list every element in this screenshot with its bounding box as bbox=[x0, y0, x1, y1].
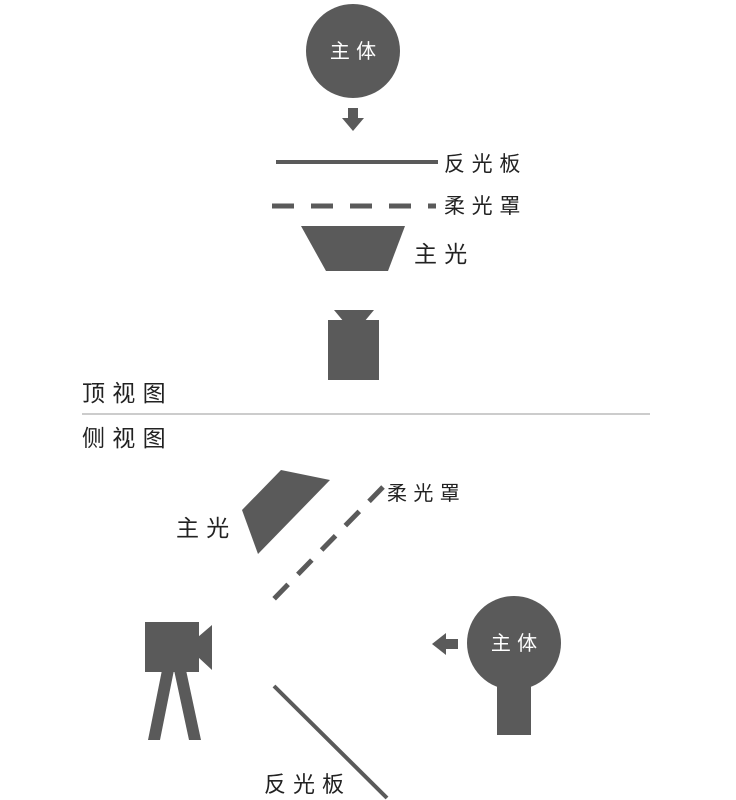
side-reflector-label: 反 光 板 bbox=[264, 773, 344, 798]
top-subject-circle bbox=[306, 4, 400, 98]
top-view: 主 体 反 光 板 柔 光 罩 主 光 顶 视 图 bbox=[82, 4, 520, 407]
side-subject-label: 主 体 bbox=[491, 631, 537, 655]
top-camera-icon bbox=[328, 310, 379, 380]
side-arrow-icon bbox=[432, 633, 458, 655]
side-view-title: 侧 视 图 bbox=[82, 426, 166, 452]
side-subject: 主 体 bbox=[467, 596, 561, 735]
top-diffuser-label: 柔 光 罩 bbox=[444, 194, 520, 218]
top-subject-label: 主 体 bbox=[330, 39, 376, 63]
side-camera-icon bbox=[145, 622, 212, 740]
side-diffuser-label: 柔 光 罩 bbox=[387, 481, 460, 505]
top-subject: 主 体 bbox=[306, 4, 400, 98]
top-key-light bbox=[301, 226, 405, 271]
top-arrow-icon bbox=[342, 108, 364, 131]
side-diffuser bbox=[268, 485, 385, 605]
side-key-light bbox=[242, 470, 330, 554]
top-key-light-label: 主 光 bbox=[414, 242, 467, 268]
side-subject-body bbox=[497, 672, 531, 735]
side-key-light-label: 主 光 bbox=[176, 516, 229, 542]
top-view-title: 顶 视 图 bbox=[82, 381, 166, 407]
side-subject-head bbox=[467, 596, 561, 690]
side-reflector bbox=[272, 684, 389, 800]
top-reflector-label: 反 光 板 bbox=[444, 152, 520, 176]
side-view: 侧 视 图 主 光 柔 光 罩 反 光 板 主 体 bbox=[82, 426, 561, 800]
